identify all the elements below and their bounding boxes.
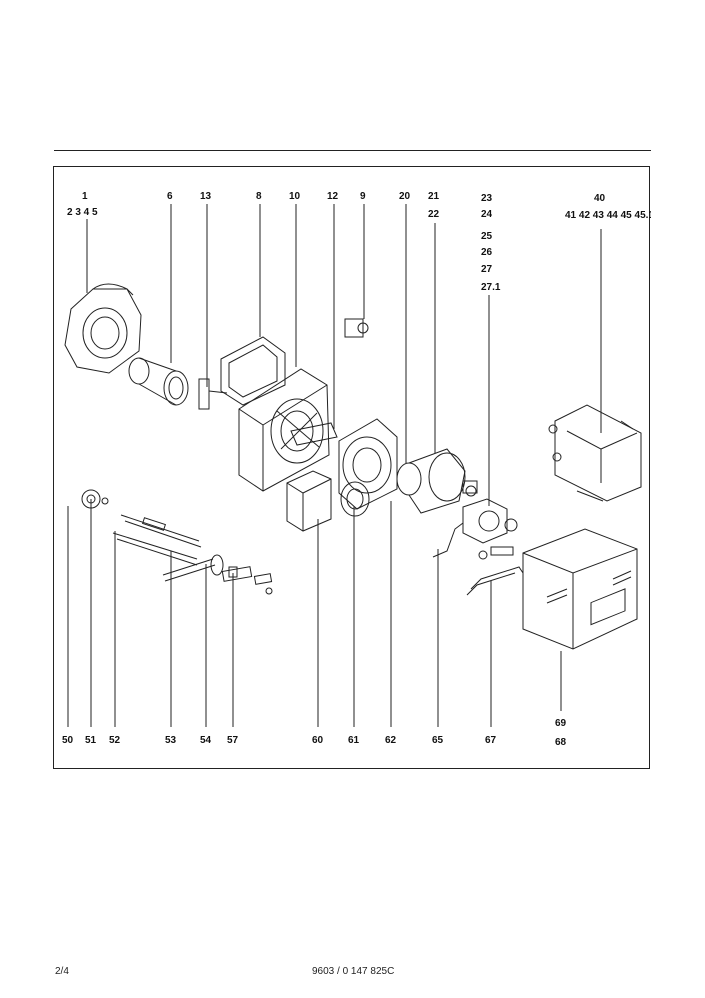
bracket-part	[198, 378, 228, 410]
oil-pump-part	[462, 485, 518, 544]
callout-67: 67	[485, 735, 497, 746]
callout-68: 68	[555, 737, 567, 748]
callout-41-45-1: 41 42 43 44 45 45.1	[565, 210, 651, 221]
fan-motor-part	[396, 448, 478, 514]
callout-27: 27	[481, 264, 493, 275]
callout-65: 65	[432, 735, 444, 746]
gasket-ring-part	[340, 481, 370, 517]
callout-6: 6	[167, 191, 173, 202]
leader-lines	[67, 204, 602, 727]
callout-12: 12	[327, 191, 339, 202]
flexible-hose-part	[466, 546, 524, 596]
blast-tube-part	[128, 357, 189, 406]
photocell-part	[81, 489, 109, 509]
flange-part	[64, 283, 142, 374]
callout-53: 53	[165, 735, 177, 746]
callout-10: 10	[289, 191, 301, 202]
callout-54: 54	[200, 735, 212, 746]
callout-62: 62	[385, 735, 397, 746]
header-rule	[54, 150, 651, 151]
exploded-parts-diagram: 1 2 3 4 5 6 13 8 10 12 9 20 21 22 23 24 …	[53, 166, 651, 769]
motor-flange-part	[338, 418, 398, 510]
diagram-canvas: 1 2 3 4 5 6 13 8 10 12 9 20 21 22 23 24 …	[62, 191, 651, 748]
callout-51: 51	[85, 735, 97, 746]
callout-20: 20	[399, 191, 411, 202]
ignition-transformer-part	[286, 470, 332, 532]
callouts-top: 1 2 3 4 5 6 13 8 10 12 9 20 21 22 23 24 …	[67, 191, 651, 293]
connector-part	[344, 318, 369, 338]
callout-8: 8	[256, 191, 262, 202]
nozzle-holder-part	[162, 554, 273, 595]
callout-60: 60	[312, 735, 324, 746]
callout-21: 21	[428, 191, 440, 202]
callouts-bottom: 50 51 52 53 54 57 60 61 62 65 67 69 68	[62, 718, 567, 748]
cover-hood-part	[522, 528, 638, 650]
callout-27-1: 27.1	[481, 282, 501, 293]
callout-26: 26	[481, 247, 493, 258]
control-box-part	[548, 404, 642, 502]
callout-13: 13	[200, 191, 212, 202]
nozzle-part	[228, 566, 238, 578]
callout-25: 25	[481, 231, 493, 242]
document-reference: 9603 / 0 147 825C	[312, 966, 395, 977]
callout-22: 22	[428, 209, 440, 220]
gasket-plate-part	[220, 336, 286, 406]
oil-line-part	[432, 522, 464, 558]
callout-61: 61	[348, 735, 360, 746]
callout-52: 52	[109, 735, 121, 746]
callout-24: 24	[481, 209, 493, 220]
page-number: 2/4	[55, 966, 69, 977]
callout-9: 9	[360, 191, 366, 202]
callout-57: 57	[227, 735, 239, 746]
callout-1: 1	[82, 191, 88, 202]
callout-69: 69	[555, 718, 567, 729]
callout-2-3-4-5: 2 3 4 5	[67, 207, 98, 218]
burner-housing-part	[238, 368, 330, 492]
callout-40: 40	[594, 193, 606, 204]
callout-50: 50	[62, 735, 74, 746]
air-damper-part	[290, 422, 338, 446]
callout-23: 23	[481, 193, 493, 204]
ignition-electrodes-part	[112, 514, 202, 566]
